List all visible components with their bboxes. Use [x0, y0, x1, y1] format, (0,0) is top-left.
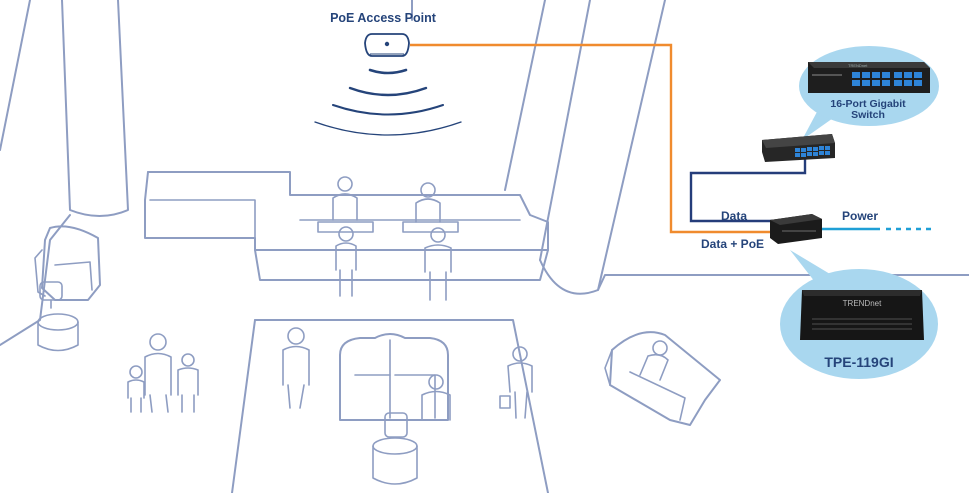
desk-panel	[149, 199, 256, 239]
switch-large-icon: TRENDnet	[808, 62, 930, 93]
data-poe-label: Data + PoE	[701, 237, 764, 251]
product-callout: TRENDnet TPE-119GI	[780, 250, 938, 379]
column-left	[61, 0, 129, 217]
desk-monitor-1	[317, 221, 374, 233]
lamp-left	[37, 281, 79, 352]
armchair-left	[34, 225, 101, 301]
data-label: Data	[721, 209, 747, 223]
desk-front	[144, 171, 549, 251]
carpet-left-edge	[231, 319, 256, 493]
switch-callout-logo: TRENDnet	[848, 63, 868, 68]
tpe-119gi-device-icon: TRENDnet	[800, 290, 924, 340]
carpet-right-edge	[254, 319, 549, 493]
data-cable	[689, 158, 807, 223]
product-label: TPE-119GI	[824, 354, 893, 370]
receptionist-1	[332, 176, 358, 221]
switch-small-icon	[762, 134, 835, 162]
sofa-center	[339, 333, 449, 421]
switch-callout-line2: Switch	[851, 109, 885, 121]
switch-callout-line1: 16-Port Gigabit	[830, 98, 906, 110]
poe-cable	[410, 43, 770, 234]
sofa-right	[604, 331, 721, 426]
family-figures	[127, 333, 199, 413]
person-on-sofa	[421, 374, 451, 421]
column-center-right-edge	[539, 0, 591, 261]
guest-at-desk-2	[424, 227, 452, 301]
device-logo: TRENDnet	[843, 299, 882, 308]
column-center-left-edge	[504, 0, 546, 191]
wifi-signal-icon	[314, 68, 462, 136]
center-table	[372, 412, 418, 485]
desk-top	[147, 171, 549, 251]
desk-monitor-2	[402, 221, 459, 233]
column-center	[539, 0, 666, 295]
woman-with-bag	[499, 346, 533, 419]
man-walking	[282, 327, 310, 409]
left-wall	[0, 214, 71, 346]
left-column-edge	[0, 0, 31, 151]
poe-access-point	[364, 33, 410, 57]
power-label: Power	[842, 209, 878, 223]
person-on-sofa-right	[639, 340, 669, 381]
poe-injector-small-icon	[770, 214, 822, 244]
receptionist-2	[415, 182, 441, 223]
guest-at-desk-1	[335, 226, 357, 297]
desk-base	[254, 249, 549, 281]
access-point-label: PoE Access Point	[330, 11, 437, 25]
switch-callout: TRENDnet 16-Port Gigabit Switch	[799, 46, 939, 140]
